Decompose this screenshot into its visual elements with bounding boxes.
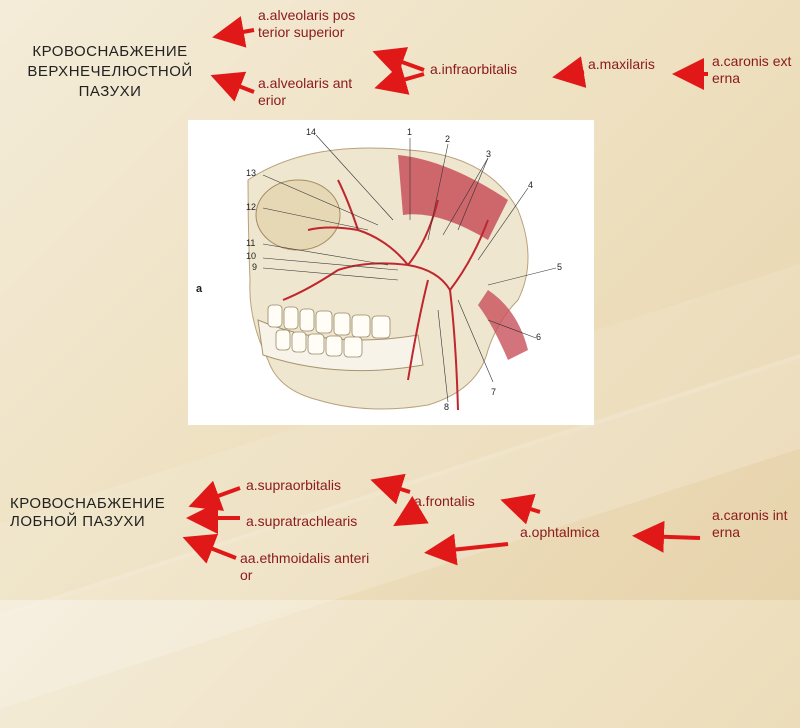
arrow-carotis-interna-to-ophtalmica: [640, 536, 700, 538]
arrow-to-alveolaris-posterior: [220, 30, 254, 36]
figure-number: 11: [246, 238, 255, 248]
figure-number: 1: [407, 127, 412, 137]
arrow-to-title-top: [218, 78, 254, 92]
arrow-infra-to-anterior: [382, 74, 424, 86]
arrow-ophtalmica-to-frontalis: [508, 502, 540, 512]
figure-number: 7: [491, 387, 496, 397]
figure-number: 6: [536, 332, 541, 342]
arrow-infra-to-posterior: [380, 54, 424, 70]
skull-illustration: 1 2 3 4 5 6 7 8 9 10 11 12 13 14 a: [188, 120, 594, 425]
figure-number: 8: [444, 402, 449, 412]
figure-number: 14: [306, 127, 316, 137]
arrow-frontalis-to-supraorbitalis: [378, 482, 410, 492]
arrow-ethmoidalis-to-title: [190, 540, 236, 558]
figure-number: 9: [252, 262, 257, 272]
arrow-supraorbitalis-to-title: [196, 488, 240, 504]
figure-number: 4: [528, 180, 533, 190]
figure-number: 3: [486, 149, 491, 159]
figure-panel-letter: a: [196, 283, 203, 295]
arrow-ophtalmica-to-ethmoidalis: [432, 544, 508, 552]
figure-number: 12: [246, 202, 256, 212]
arrow-frontalis-to-supratrachlearis: [400, 516, 410, 522]
arrow-maxilaris-to-infra: [560, 72, 584, 76]
figure-number: 2: [445, 134, 450, 144]
figure-number: 5: [557, 262, 562, 272]
figure-number: 10: [246, 251, 256, 261]
anatomical-figure: 1 2 3 4 5 6 7 8 9 10 11 12 13 14 a: [188, 120, 594, 425]
figure-number: 13: [246, 168, 256, 178]
